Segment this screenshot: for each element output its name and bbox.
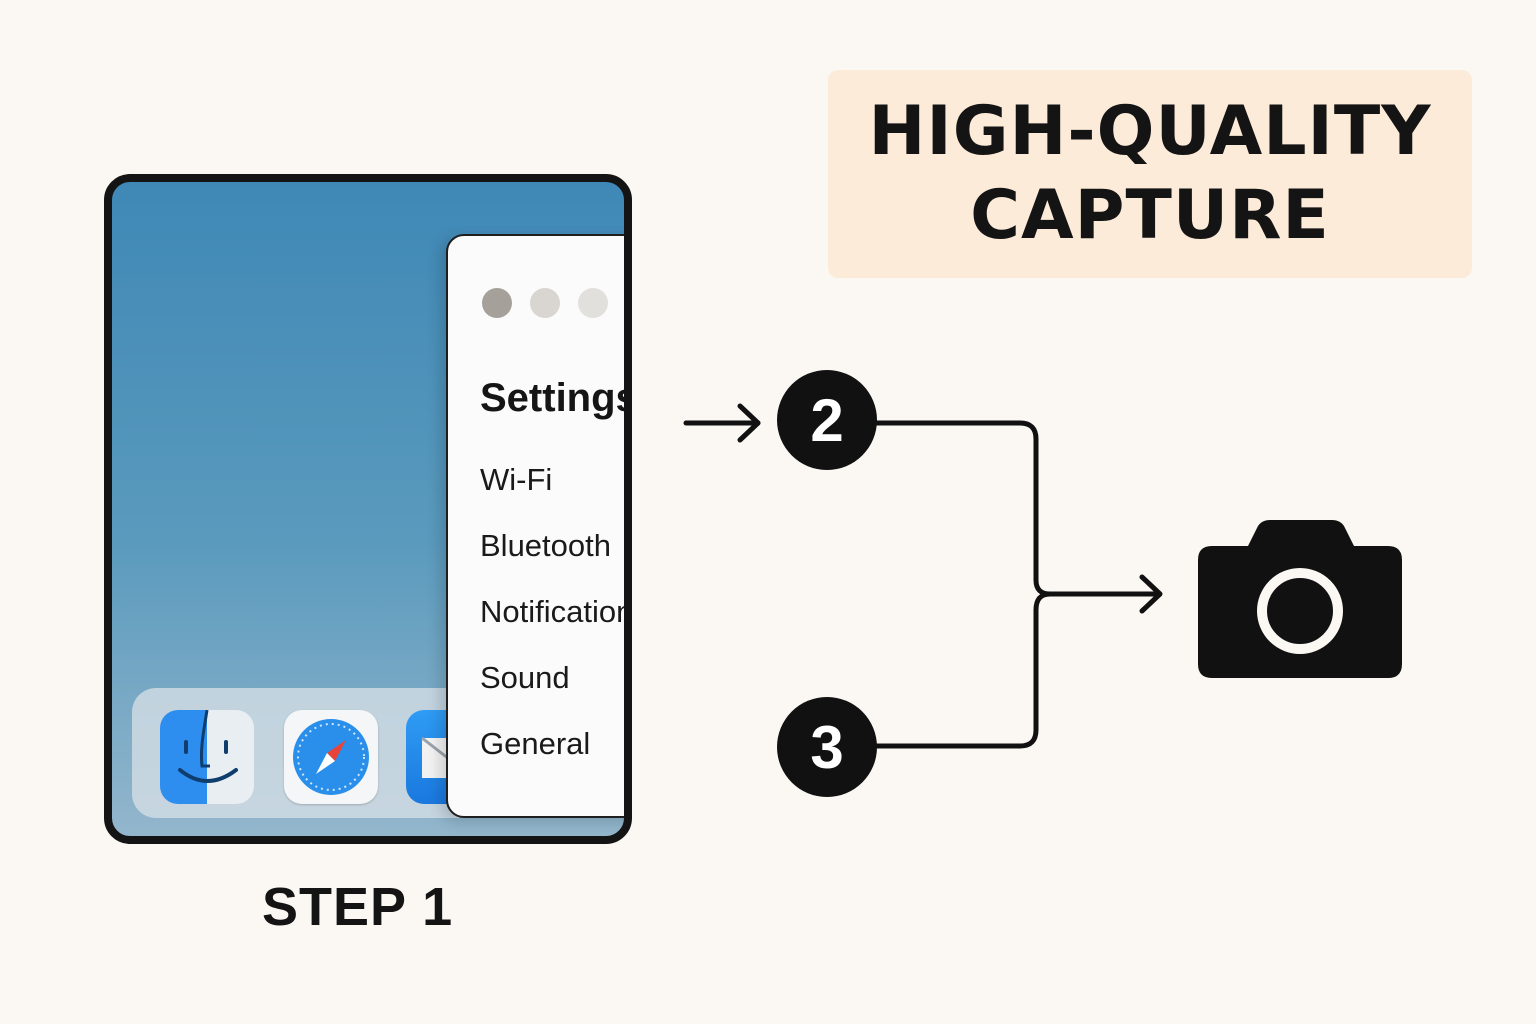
safari-icon[interactable]	[284, 710, 378, 804]
settings-list: Wi-Fi Bluetooth Notifications Sound Gene…	[480, 462, 632, 792]
title-line-1: HIGH-QUALITY	[868, 92, 1432, 171]
arrow-to-camera-head	[1139, 574, 1163, 614]
connector-from-step3	[867, 591, 1053, 749]
settings-item-wifi[interactable]: Wi-Fi	[480, 462, 553, 497]
camera-icon	[1198, 520, 1402, 678]
connector-from-step2	[867, 420, 1053, 597]
step-2-badge: 2	[777, 370, 877, 470]
settings-window: Settings Wi-Fi Bluetooth Notifications S…	[446, 234, 632, 818]
finder-icon[interactable]	[160, 710, 254, 804]
close-dot-icon[interactable]	[482, 288, 512, 318]
desktop-screen: Settings Wi-Fi Bluetooth Notifications S…	[104, 174, 632, 844]
arrow-to-step2-head	[737, 403, 761, 443]
title-box: HIGH-QUALITY CAPTURE	[828, 70, 1472, 278]
minimize-dot-icon[interactable]	[530, 288, 560, 318]
settings-item-general[interactable]: General	[480, 726, 591, 761]
zoom-dot-icon[interactable]	[578, 288, 608, 318]
settings-item-bluetooth[interactable]: Bluetooth	[480, 528, 611, 563]
title-line-2: CAPTURE	[970, 176, 1330, 255]
step-1-label: STEP 1	[262, 877, 454, 937]
settings-item-notifications[interactable]: Notifications	[480, 594, 632, 629]
settings-item-sound[interactable]: Sound	[480, 660, 570, 695]
step-3-badge: 3	[777, 697, 877, 797]
settings-title: Settings	[480, 376, 632, 420]
